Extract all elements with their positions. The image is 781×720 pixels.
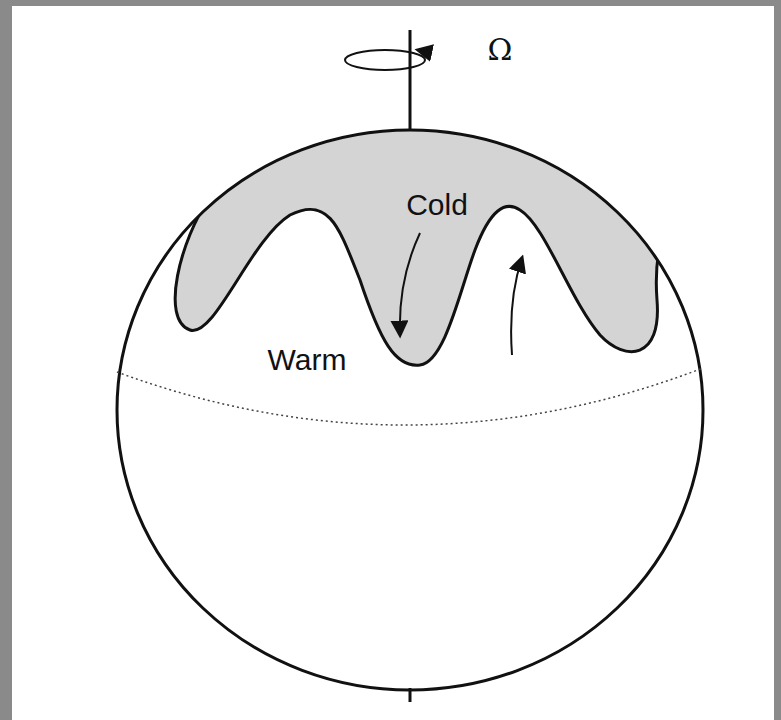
region-label: Cold [406,190,468,220]
sphere-outline [117,130,703,690]
rotation-symbol: Ω [488,35,513,65]
cold-air-arrow [400,233,420,335]
region-label: Warm [268,345,347,375]
background [12,6,774,720]
rotation-ring [345,50,425,70]
rotation-arrow [418,50,432,53]
equator [117,368,703,425]
warm-air-arrow [511,258,522,355]
rotation-axis [409,30,412,132]
cold-polar-cap [175,100,680,365]
